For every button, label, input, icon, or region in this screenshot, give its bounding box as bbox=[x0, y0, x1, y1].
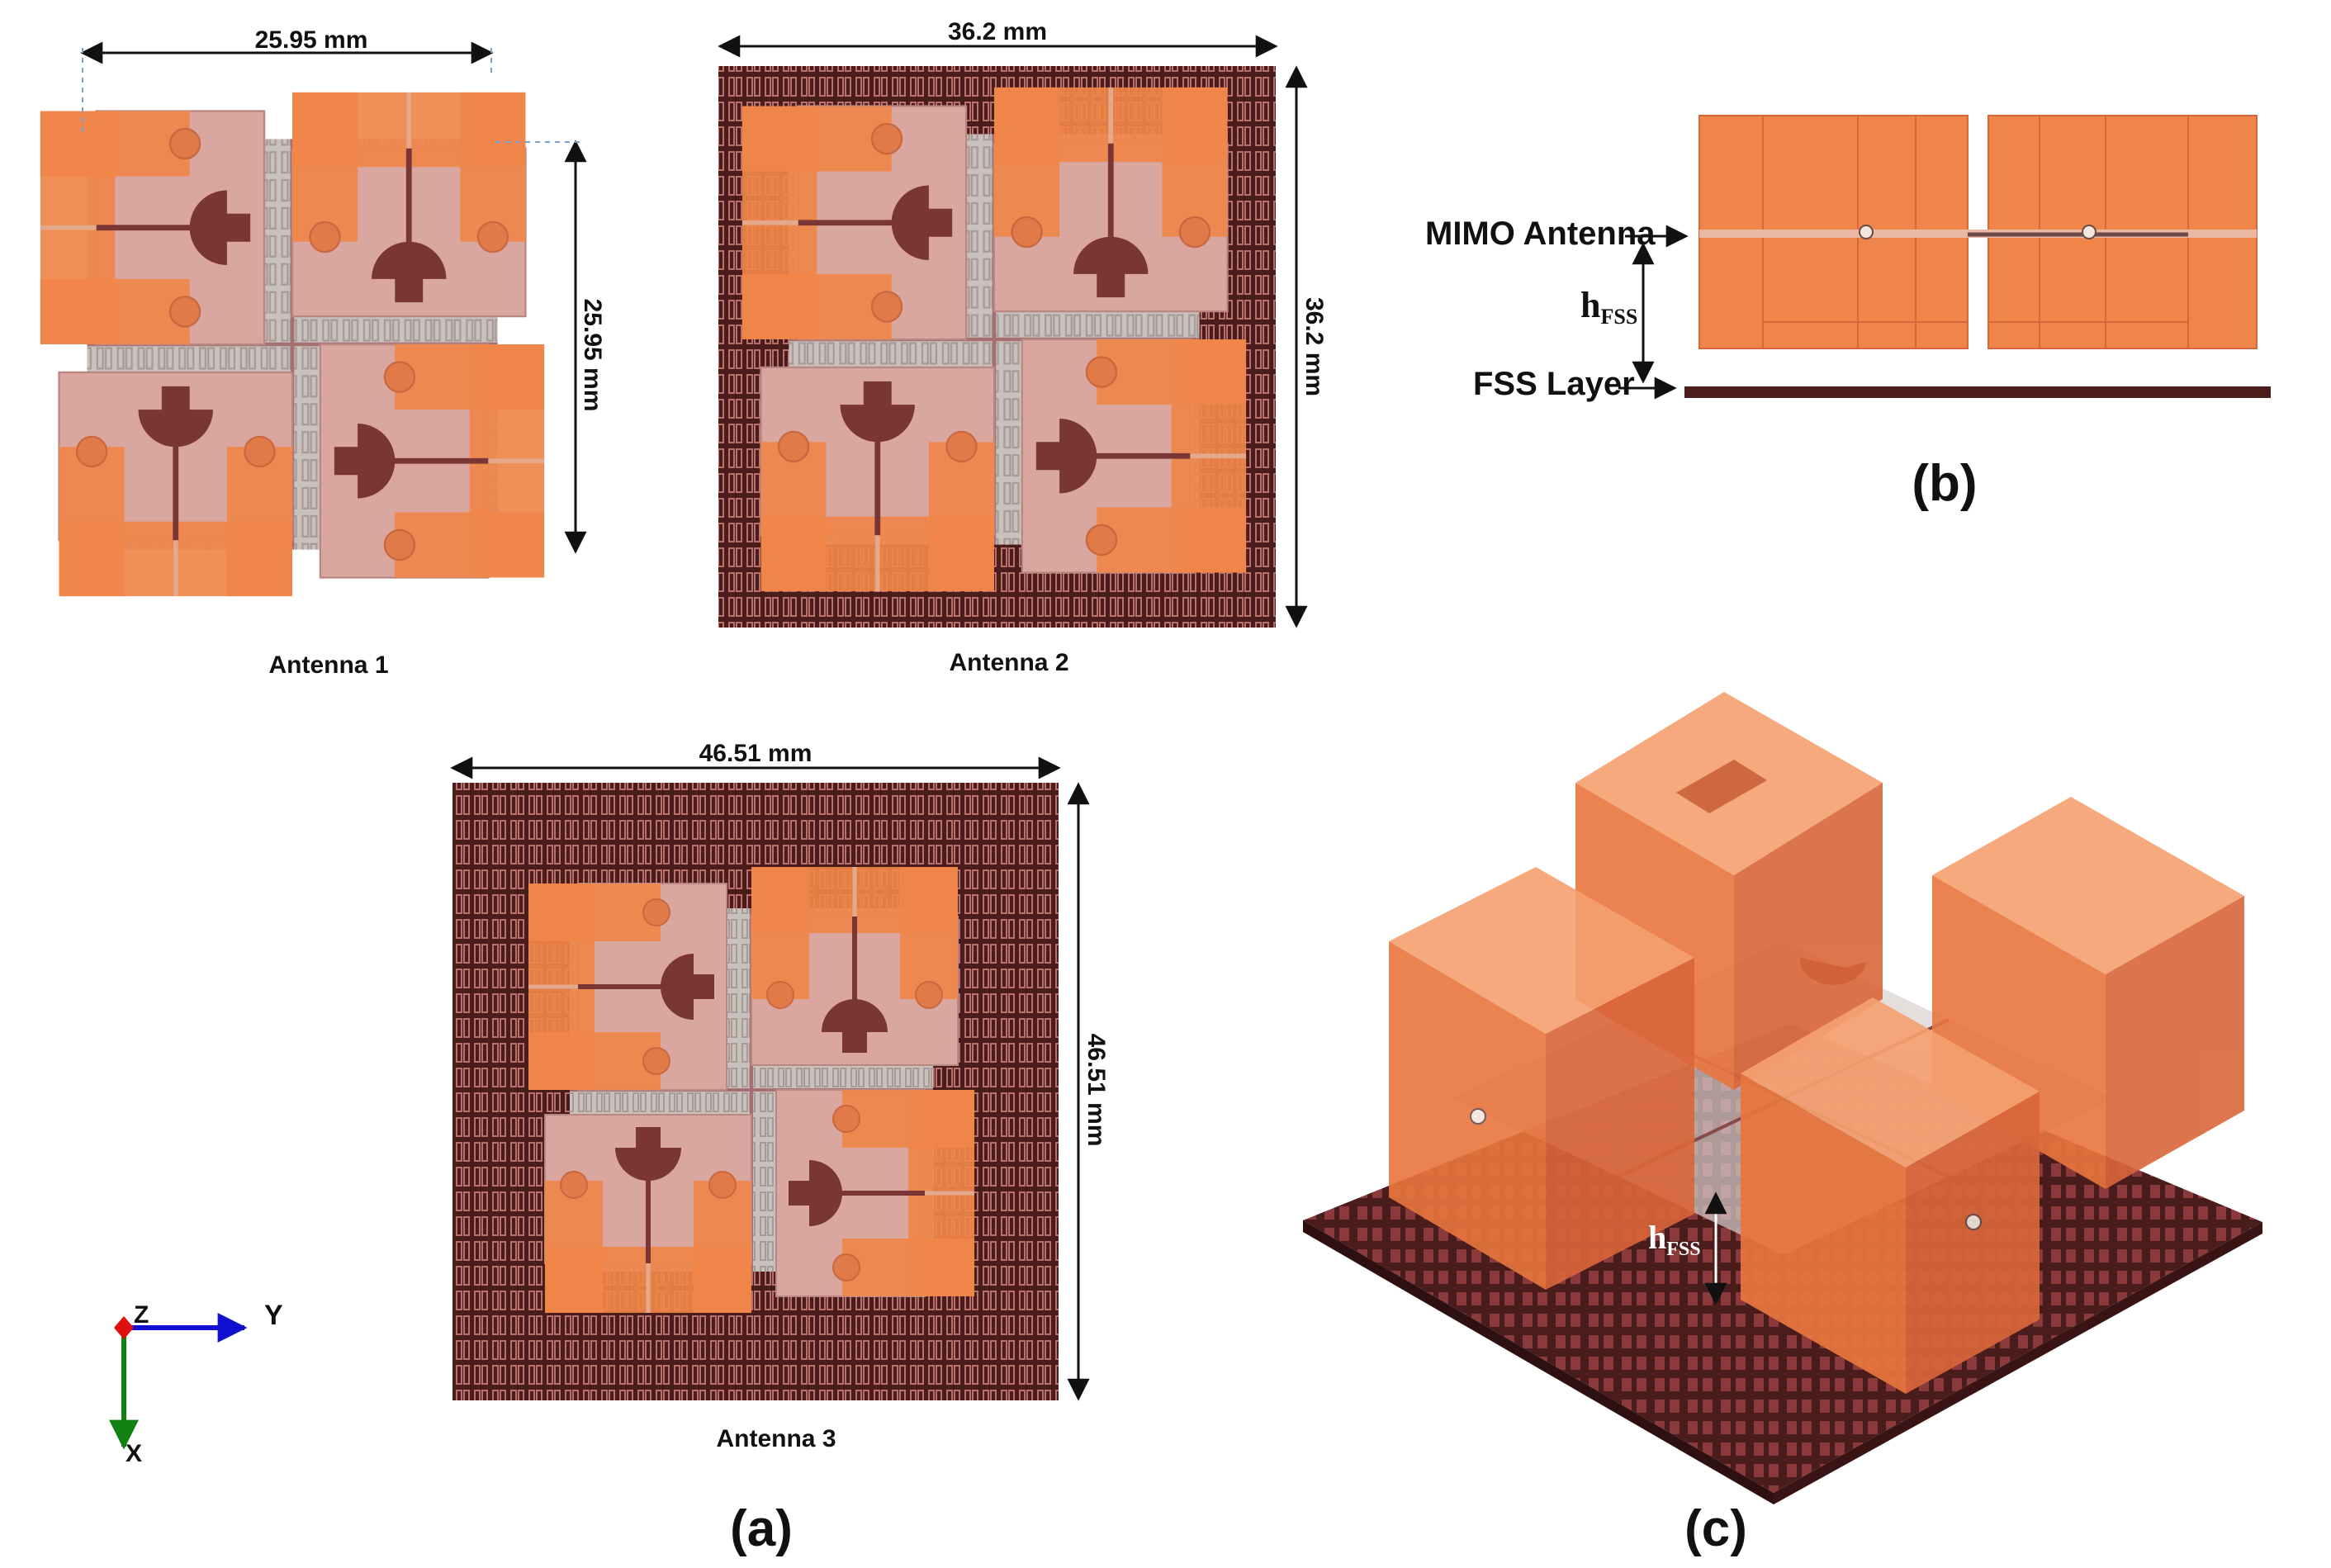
axis-x-label: X bbox=[126, 1440, 142, 1467]
copper-block-front bbox=[1741, 997, 2040, 1394]
antenna-2-label: Antenna 2 bbox=[949, 649, 1068, 676]
axis-y-label: Y bbox=[264, 1300, 283, 1331]
h-fss-label-c: hFSS bbox=[1648, 1219, 1701, 1260]
antenna-1: 25.95 mm 25.95 mm Antenna 1 bbox=[40, 26, 606, 679]
antenna-2-width: 36.2 mm bbox=[948, 18, 1047, 45]
caption-c: (c) bbox=[1684, 1500, 1747, 1557]
antenna-3-width: 46.51 mm bbox=[699, 740, 813, 767]
antenna-2-height: 36.2 mm bbox=[1301, 297, 1328, 396]
antenna-1-layout bbox=[40, 92, 544, 596]
antenna-2-layout bbox=[742, 88, 1246, 591]
antenna-3-height: 46.51 mm bbox=[1083, 1034, 1110, 1147]
antenna-1-height: 25.95 mm bbox=[579, 299, 606, 412]
antenna-2: 36.2 mm 36.2 mm Antenna 2 bbox=[718, 18, 1328, 676]
axis-z-label: Z bbox=[134, 1301, 149, 1329]
caption-b: (b) bbox=[1912, 455, 1977, 512]
panel-b-side-view: MIMO Antenna FSS Layer hFSS bbox=[1425, 115, 2271, 402]
antenna-1-label: Antenna 1 bbox=[268, 651, 388, 679]
mimo-antenna-label: MIMO Antenna bbox=[1425, 216, 1656, 252]
fss-layer-bar bbox=[1684, 386, 2271, 398]
antenna-1-width: 25.95 mm bbox=[255, 26, 368, 54]
antenna-3: 46.51 mm 46.51 mm Antenna 3 bbox=[450, 740, 1110, 1452]
copper-block-left bbox=[1389, 867, 1694, 1290]
coordinate-axes: Z Y X bbox=[109, 1300, 283, 1467]
antenna-3-layout bbox=[528, 867, 974, 1313]
caption-a: (a) bbox=[730, 1500, 793, 1557]
h-fss-label-b: hFSS bbox=[1580, 285, 1637, 329]
antenna-3-label: Antenna 3 bbox=[716, 1425, 836, 1452]
panel-c-3d-view: hFSS bbox=[1303, 692, 2262, 1504]
fss-layer-label: FSS Layer bbox=[1473, 366, 1635, 402]
